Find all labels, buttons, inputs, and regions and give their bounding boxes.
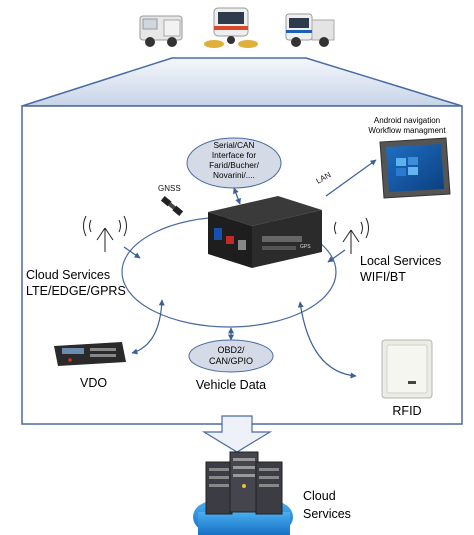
android-label-line-2: Workflow managment [368,126,446,135]
gnss-label: GNSS [158,184,181,193]
garbage-truck-icon [139,15,183,47]
vdo-label: VDO [80,376,107,390]
vdo-arrow [131,299,165,355]
vehicle-data-bubble [188,339,274,373]
can-interface-line-1: Serial/CAN [213,140,254,150]
can-interface-line-4: Novarini/.... [213,170,255,180]
antenna-icon [334,217,369,254]
cloud-services-arrow [123,246,141,259]
local-services-line-2: WIFI/BT [360,270,406,284]
utility-truck-icon [285,13,335,47]
local-services-arrow [327,249,346,263]
cloud-services-bottom-line-1: Cloud [303,489,336,503]
cloud-services-bottom-line-2: Services [303,507,351,521]
cloud-link-arrow [201,415,273,453]
telematics-box-icon: GPS [208,196,322,268]
server-icon [205,451,283,515]
antenna-icon [83,215,127,252]
street-sweeper-icon [204,7,258,48]
vehicle-data-line-2: CAN/GPIO [209,356,253,366]
rfid-label: RFID [392,404,421,418]
vehicle-data-label: Vehicle Data [196,378,266,392]
tablet-icon [379,137,451,199]
vehicle-data-line-1: OBD2/ [217,345,245,355]
local-services-line-1: Local Services [360,254,441,268]
can-interface-line-3: Farid/Bucher/ [209,160,259,170]
cloud-services-line-2: LTE/EDGE/GPRS [26,284,126,298]
vehicle-projection-funnel [21,57,463,107]
cloud-services-line-1: Cloud Services [26,268,110,282]
rfid-reader-icon [381,339,433,399]
lan-arrow [325,159,377,197]
tachograph-icon [54,342,126,366]
can-interface-line-2: Interface for [212,150,257,160]
svg-text:GPS: GPS [300,244,311,250]
rfid-arrow [297,301,357,379]
satellite-icon [160,195,184,217]
can-interface-arrow [233,187,241,205]
android-label-line-1: Android navigation [374,116,440,125]
